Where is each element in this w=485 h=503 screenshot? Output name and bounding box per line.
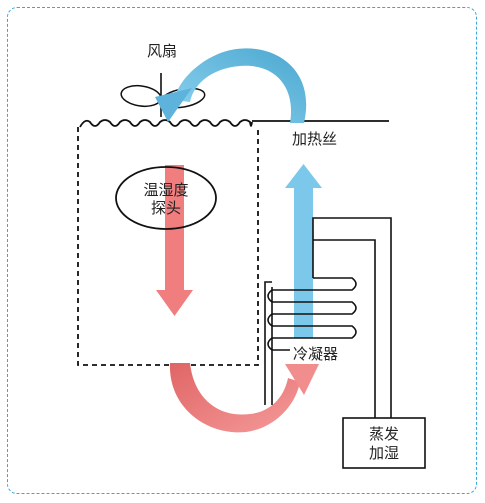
heater-label: 加热丝	[292, 130, 338, 148]
condenser-label: 冷凝器	[291, 345, 341, 363]
blue-arc-arrow	[155, 48, 307, 123]
humidifier-label-line1: 蒸发	[368, 425, 399, 443]
probe-label-line2: 探头	[150, 199, 181, 217]
humidifier-tubes	[264, 217, 392, 418]
humidifier-label-line2: 加湿	[368, 444, 399, 462]
humidifier-box	[342, 417, 426, 469]
blue-vertical-arrow	[285, 164, 322, 338]
condenser-coil	[267, 277, 357, 351]
probe-ellipse	[115, 166, 217, 230]
heater-wire	[79, 119, 389, 128]
fan-label: 风扇	[147, 42, 178, 60]
chamber-box	[77, 127, 259, 366]
outer-dashed-frame	[7, 7, 477, 494]
red-arc-arrow	[169, 363, 319, 433]
probe-label-line1: 温湿度	[143, 181, 189, 199]
red-vertical-arrow	[156, 165, 193, 316]
